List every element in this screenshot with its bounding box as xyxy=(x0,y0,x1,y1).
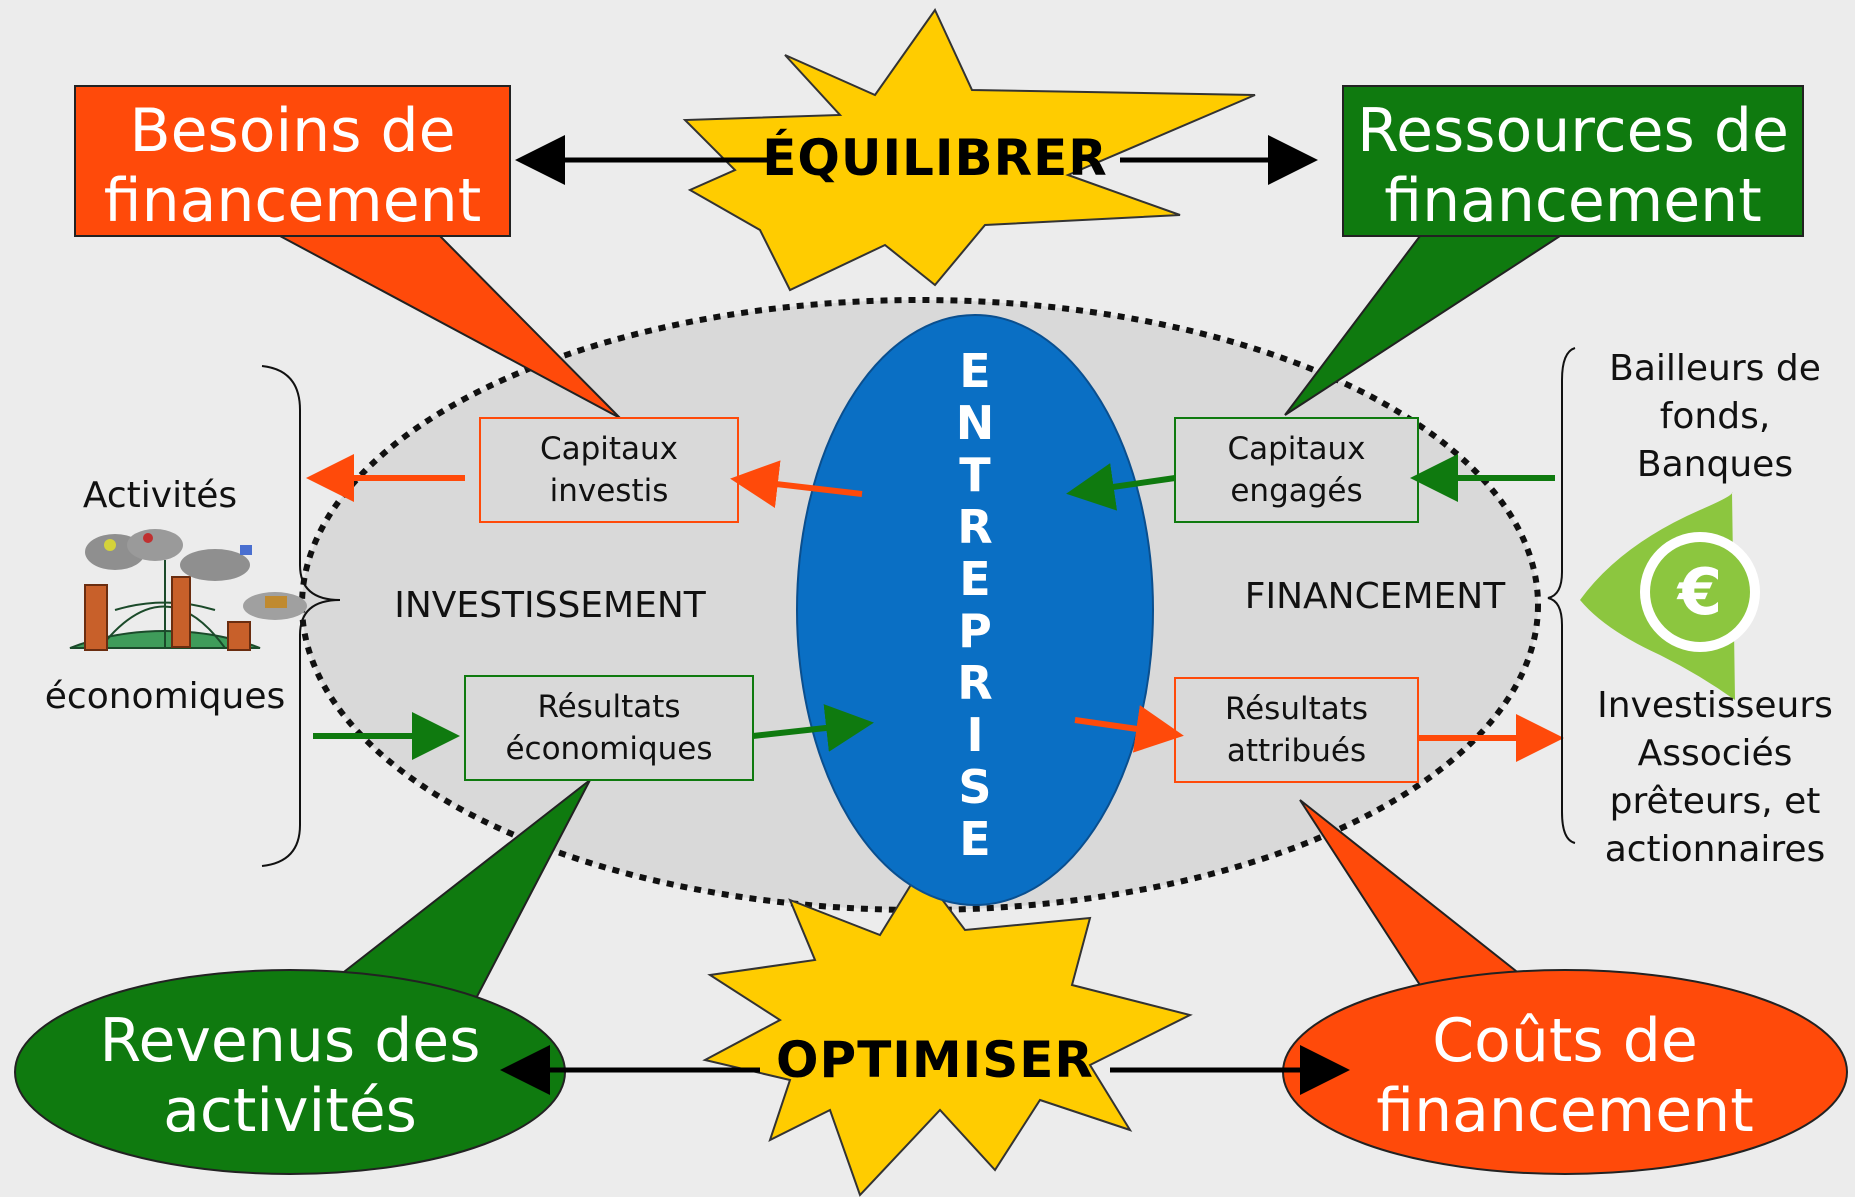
euro-icon: € xyxy=(1580,492,1760,700)
box-resultats-attribues: Résultats attribués xyxy=(1224,691,1369,769)
callout-revenus xyxy=(14,779,591,1175)
arrow-green-3 xyxy=(1066,463,1176,511)
entreprise-letter: E xyxy=(959,812,991,866)
entreprise-letter: S xyxy=(958,760,992,814)
investisseurs-label: Investisseurs Associés prêteurs, et acti… xyxy=(1597,685,1833,870)
entreprise-letter: I xyxy=(966,708,984,762)
left-brace xyxy=(261,365,341,867)
callout-besoins xyxy=(74,85,621,419)
box-capitaux-engages: Capitaux engagés xyxy=(1227,431,1366,509)
entreprise-letter: E xyxy=(959,344,991,398)
box-capitaux-engages-shape xyxy=(1174,417,1419,523)
economiques-label: économiques xyxy=(44,676,286,717)
arrow-orange-2 xyxy=(730,460,863,509)
entreprise-letter: T xyxy=(959,448,991,502)
box-capitaux-investis-shape xyxy=(479,417,739,523)
box-resultats-economiques: Résultats économiques xyxy=(505,689,713,767)
activites-label: Activités xyxy=(82,475,238,516)
entreprise-letter: R xyxy=(957,500,993,554)
box-resultats-economiques-shape xyxy=(464,675,754,781)
investissement-label: INVESTISSEMENT xyxy=(394,585,706,626)
star-top-shape xyxy=(682,8,1256,292)
entreprise-ellipse xyxy=(796,314,1154,906)
entreprise-letter: P xyxy=(958,604,992,658)
bailleurs-label: Bailleurs de fonds, Banques xyxy=(1609,348,1821,485)
callout-ressources xyxy=(1284,85,1804,416)
right-brace xyxy=(1547,347,1576,844)
callout-besoins-label: Besoins de financement xyxy=(103,96,482,236)
callout-couts xyxy=(1282,799,1848,1175)
svg-text:€: € xyxy=(1676,556,1723,630)
arrow-orange-3 xyxy=(1074,705,1184,753)
entreprise-letter: E xyxy=(959,552,991,606)
callout-couts-label: Coûts de financement xyxy=(1376,1006,1754,1146)
equilibrer-label: ÉQUILIBRER xyxy=(762,129,1108,187)
callout-revenus-label: Revenus des activités xyxy=(99,1006,481,1146)
arrow-green-2 xyxy=(752,704,874,752)
optimiser-label: OPTIMISER xyxy=(776,1031,1094,1089)
entreprise-letter: N xyxy=(955,396,995,450)
box-resultats-attribues-shape xyxy=(1174,677,1419,783)
star-bottom-shape xyxy=(702,868,1193,1197)
box-capitaux-investis: Capitaux investis xyxy=(539,431,679,509)
financement-label: FINANCEMENT xyxy=(1244,576,1506,617)
factory-globe-icon xyxy=(69,529,307,651)
entreprise-letter: R xyxy=(957,656,993,710)
callout-ressources-label: Ressources de financement xyxy=(1357,96,1789,236)
